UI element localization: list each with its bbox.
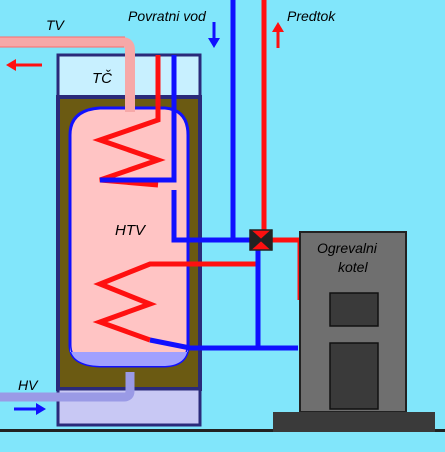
label-boiler-line2: kotel [338,259,368,275]
upper-coil-return-link [171,190,233,243]
upper-coil-return [100,55,177,183]
label-hv: HV [18,377,39,393]
label-tc: TČ [92,70,112,87]
return-line [230,0,258,243]
cold-water-inlet-pipe [0,372,135,402]
hot-water-outlet-pipe [0,37,135,112]
boiler-upper-door [329,292,379,327]
boiler-lower-door [329,342,379,410]
label-htv: HTV [115,222,147,239]
lower-coil-return [149,337,298,351]
label-povratni-vod: Povratni vod [128,8,207,24]
label-predtok: Predtok [287,8,336,24]
hot-water-pipe-edge [0,36,125,48]
three-way-valve-icon [249,229,273,251]
flow-up-arrow-icon [272,22,284,48]
tank-cold-zone [70,345,188,366]
return-down-arrow-icon [208,22,220,48]
label-boiler-line1: Ogrevalni [317,240,378,256]
boiler-base [273,412,435,432]
hot-water-out-arrow-icon [6,59,42,71]
label-tv: TV [46,17,66,33]
ground-line [0,429,445,432]
cold-water-in-arrow-icon [14,403,46,415]
